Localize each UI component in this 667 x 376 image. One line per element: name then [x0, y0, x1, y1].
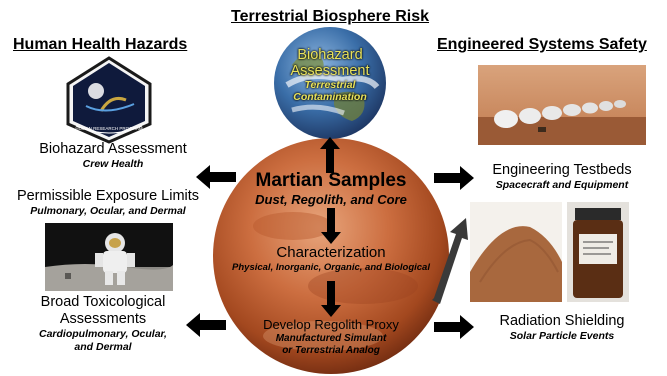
right-header: Engineered Systems Safety — [437, 36, 647, 53]
arrow-right-upper — [434, 166, 474, 190]
testbeds-sub: Spacecraft and Equipment — [495, 179, 629, 191]
arrow-diagonal-up-right — [432, 218, 468, 304]
regolith-jar-photo — [567, 202, 629, 302]
globe-sub-line1: Terrestrial — [304, 79, 356, 91]
char-title: Characterization — [276, 244, 386, 261]
proxy-sub-line2: or Terrestrial Analog — [282, 345, 380, 356]
shield-sub: Solar Particle Events — [509, 330, 615, 342]
biohazard-crew-sub: Crew Health — [82, 158, 144, 170]
center-title: Terrestrial Biosphere Risk — [231, 8, 430, 25]
regolith-simulant-pile-photo — [470, 202, 562, 302]
proxy-sub-line1: Manufactured Simulant — [275, 333, 387, 344]
patch-label: HUMAN RESEARCH PROGRAM — [75, 126, 143, 131]
left-header: Human Health Hazards — [13, 36, 188, 53]
globe-title-line1: Biohazard — [297, 47, 363, 63]
earth-globe-image — [274, 27, 386, 139]
proxy-title: Develop Regolith Proxy — [263, 317, 399, 332]
tox-sub-line2: and Dermal — [74, 341, 132, 353]
tox-title-line1: Broad Toxicological — [40, 294, 166, 310]
samples-title: Martian Samples — [255, 170, 407, 191]
testbeds-title: Engineering Testbeds — [492, 162, 632, 178]
tox-sub-line1: Cardiopulmonary, Ocular, — [39, 328, 167, 340]
biohazard-crew-title: Biohazard Assessment — [39, 141, 187, 157]
globe-title-line2: Assessment — [290, 63, 370, 79]
arrow-left-upper — [196, 165, 236, 189]
mars-sphere-image — [213, 138, 449, 374]
globe-sub-line2: Contamination — [293, 91, 367, 103]
arrow-right-lower — [434, 315, 474, 339]
human-research-program-patch — [66, 56, 152, 144]
tox-title-line2: Assessments — [59, 311, 147, 327]
pel-title: Permissible Exposure Limits — [16, 188, 200, 204]
arrow-down-to-characterization — [321, 208, 341, 244]
char-sub: Physical, Inorganic, Organic, and Biolog… — [232, 262, 430, 273]
arrow-up-to-globe — [320, 137, 340, 173]
mars-habitat-photo — [478, 65, 646, 145]
arrow-down-to-proxy — [321, 281, 341, 317]
arrow-left-lower — [186, 313, 226, 337]
shield-title: Radiation Shielding — [499, 313, 625, 329]
astronaut-on-moon-photo — [45, 223, 173, 291]
pel-sub: Pulmonary, Ocular, and Dermal — [30, 205, 186, 217]
samples-sub: Dust, Regolith, and Core — [255, 192, 407, 207]
